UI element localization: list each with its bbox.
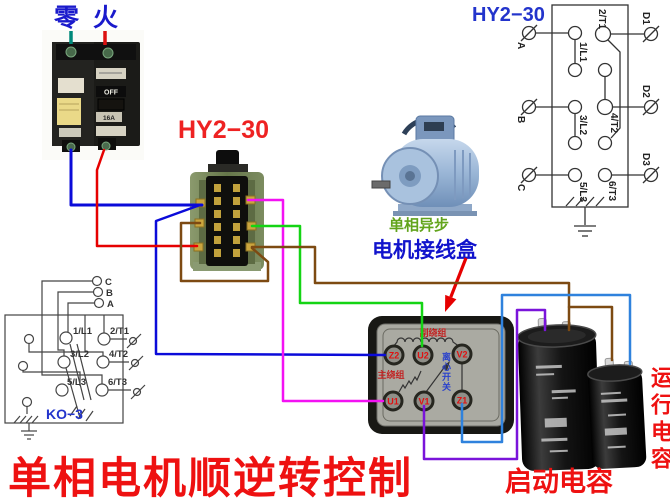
ko3-labels: C B A 1/L1 2/T1 3/L2 4/T2 5/L3 6/T3 KO−3: [46, 277, 130, 422]
run-capacitor-photo: [587, 357, 647, 469]
terminal-z2-label: Z2: [389, 351, 400, 361]
junction-arrow-shaft: [449, 257, 468, 298]
neutral-label: 零: [53, 4, 80, 32]
motor-photo: [371, 115, 479, 216]
ko3-terminal-c-label: C: [105, 277, 112, 288]
hy2-terminal-d3-label: D3: [640, 153, 651, 166]
wire-switch-to-u2: [250, 224, 424, 348]
hy2-terminal-a-label: A: [515, 42, 526, 49]
centrifugal-switch-line: [425, 364, 447, 393]
hy2-schematic-title: HY2−30: [472, 4, 545, 26]
wires: [69, 148, 632, 461]
centrifugal-switch-arrow: [442, 361, 450, 371]
wire-z1-to-run-cap: [460, 293, 632, 444]
hy2-labels: HY2−30 A B C D1 D2 D3 1/L1 2/T1 3/L2 4/T…: [472, 4, 651, 202]
hy2-terminal-d2-label: D2: [640, 85, 651, 98]
ko3-6t3-label: 6/T3: [108, 377, 127, 388]
ko3-2t1-label: 2/T1: [110, 326, 130, 337]
wire-cap-to-cap: [567, 305, 614, 362]
ko3-schematic: [4, 275, 146, 440]
breaker-toggle: [97, 98, 125, 111]
ko3-terminal-a-label: A: [107, 299, 114, 310]
hy2-4t2-label: 4/T2: [608, 113, 619, 133]
terminal-v2-label: V2: [456, 350, 467, 360]
wire-switch-to-u1: [246, 198, 385, 403]
circuit-breaker-photo: OFF 16A: [42, 30, 144, 160]
wire-switch-to-z2: [154, 203, 387, 357]
breaker-screw-neutral: [65, 46, 77, 58]
hy2-3l2-label: 3/L2: [577, 115, 588, 135]
ko3-1l1-label: 1/L1: [73, 326, 93, 337]
wire-live-to-switch: [95, 148, 199, 248]
main-winding-label: 主绕组: [377, 369, 404, 380]
drum-switch-photo: [190, 150, 264, 271]
terminal-v2: [451, 343, 473, 365]
hy2-2t1-label: 2/T1: [596, 9, 607, 29]
aux-winding-coil: [392, 337, 461, 348]
hy2-schematic: [520, 4, 660, 237]
ko3-4t2-label: 4/T2: [109, 349, 128, 360]
live-label: 火: [93, 4, 118, 32]
junction-box-label: 电机接线盒: [372, 238, 478, 262]
breaker-rating-label: 16A: [103, 115, 115, 122]
start-capacitor-photo: [517, 317, 601, 471]
terminal-z1-label: Z1: [457, 396, 468, 406]
ko3-5l3-label: 5/L3: [67, 377, 86, 388]
wire-v1-to-start-cap: [422, 308, 547, 461]
wire-switch-jumper: [179, 221, 270, 283]
terminal-u2-label: U2: [417, 351, 429, 361]
terminal-v1-label: V1: [418, 397, 429, 407]
wire-neutral-to-switch: [69, 148, 204, 207]
ko3-3l2-label: 3/L2: [70, 349, 89, 360]
run-capacitor-label: 运行电容: [648, 366, 670, 474]
breaker-screw-live: [102, 47, 114, 59]
motor-type-label: 单相异步: [389, 216, 449, 234]
start-capacitor-label: 启动电容: [505, 466, 613, 497]
motor-shaft: [371, 180, 391, 189]
ko3-terminal-b-label: B: [106, 288, 113, 299]
aux-winding-label: 副绕组: [419, 327, 446, 338]
junction-arrow-head: [445, 294, 457, 312]
drum-switch-label: HY2−30: [178, 116, 269, 144]
hy2-5l3-label: 5/L3: [577, 182, 588, 202]
hy2-terminal-d1-label: D1: [640, 12, 651, 25]
ko3-title: KO−3: [46, 406, 83, 422]
hy2-terminal-c-label: C: [515, 184, 526, 191]
hy2-terminal-b-label: B: [515, 116, 526, 123]
main-title: 单相电机顺逆转控制: [8, 455, 413, 502]
centrifugal-switch-label: 离心开关: [441, 352, 451, 392]
switch-lug-left-top: [195, 198, 206, 208]
hy2-6t3-label: 6/T3: [606, 181, 617, 201]
terminal-u1-label: U1: [387, 397, 399, 407]
main-winding-coil: [398, 370, 422, 393]
wire-switch-to-start-cap: [250, 245, 571, 332]
terminal-box-diagram: 副绕组 主绕组 Z2 U2 V2 U1 V1 Z1: [368, 316, 514, 434]
breaker-off-label: OFF: [104, 90, 119, 97]
hy2-1l1-label: 1/L1: [577, 42, 588, 62]
